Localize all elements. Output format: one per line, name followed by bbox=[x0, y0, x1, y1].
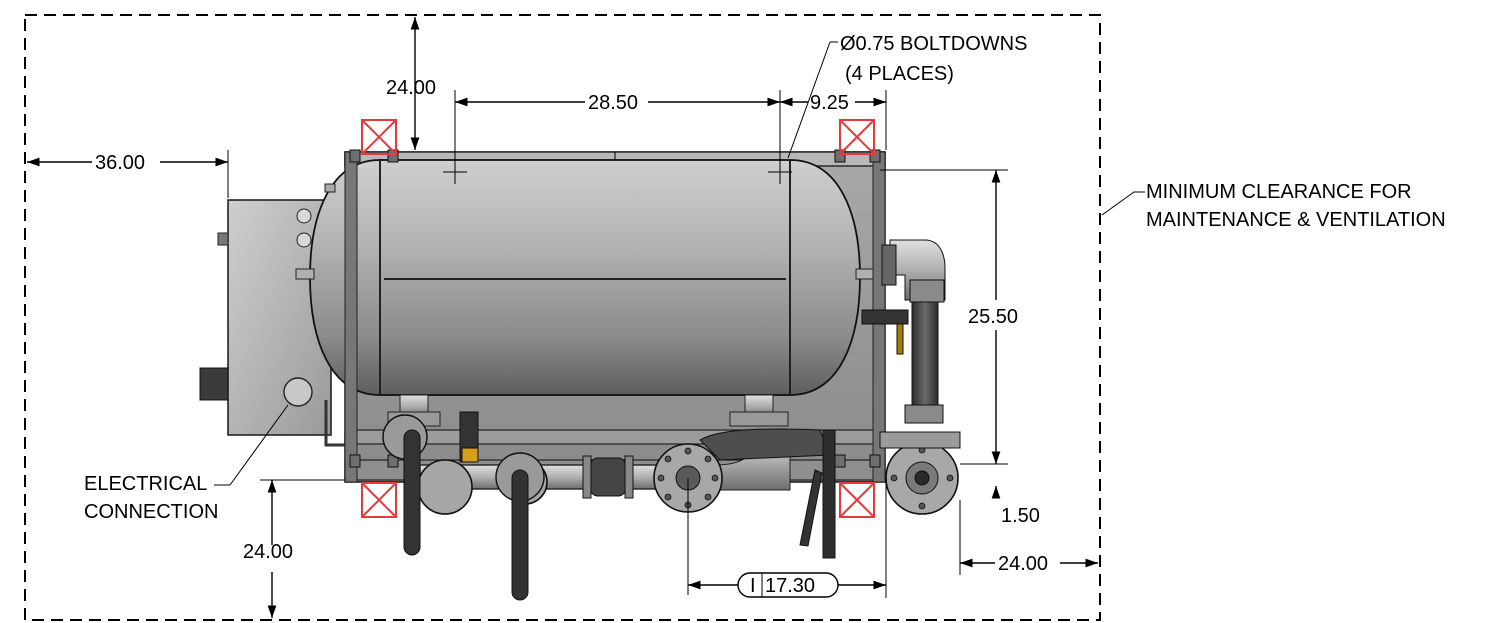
clearance-boundary bbox=[24, 14, 1101, 621]
boltdown-marker bbox=[839, 119, 875, 155]
dimensions: 24.00 28.50 9.25 Ø0.75 BOLTDOWNS (4 PLAC… bbox=[27, 17, 1446, 618]
boltdown-marker bbox=[361, 119, 397, 155]
boltdowns-label-line1: Ø0.75 BOLTDOWNS bbox=[840, 33, 1027, 55]
hose bbox=[911, 299, 939, 411]
dim-left-clearance: 36.00 bbox=[95, 152, 145, 174]
tank bbox=[379, 159, 791, 396]
clearance-label-line1: MINIMUM CLEARANCE FOR bbox=[1146, 181, 1412, 203]
boltdown-marker bbox=[361, 482, 397, 518]
boltdown-marker bbox=[839, 482, 875, 518]
equipment-illustration bbox=[199, 119, 961, 601]
flange-left bbox=[417, 459, 473, 515]
clearance-label-line2: MAINTENANCE & VENTILATION bbox=[1146, 209, 1446, 231]
dim-flange-symbol: I bbox=[750, 575, 756, 597]
dim-bolt-to-edge: 9.25 bbox=[810, 92, 849, 114]
dim-flange-spacing: 17.30 bbox=[765, 575, 815, 597]
dim-height: 25.50 bbox=[968, 306, 1018, 328]
dim-bolt-spacing: 28.50 bbox=[588, 92, 638, 114]
dim-top-clearance: 24.00 bbox=[386, 77, 436, 99]
dim-outlet-offset: 1.50 bbox=[1001, 505, 1040, 527]
dim-bottom-clearance: 24.00 bbox=[243, 541, 293, 563]
boltdowns-label-line2: (4 PLACES) bbox=[845, 63, 954, 85]
electrical-label-line1: ELECTRICAL bbox=[84, 473, 207, 495]
dim-flange-spacing-frame bbox=[737, 572, 839, 598]
electrical-label-line2: CONNECTION bbox=[84, 501, 218, 523]
electrical-knockout bbox=[283, 377, 313, 407]
dim-right-clearance: 24.00 bbox=[998, 553, 1048, 575]
